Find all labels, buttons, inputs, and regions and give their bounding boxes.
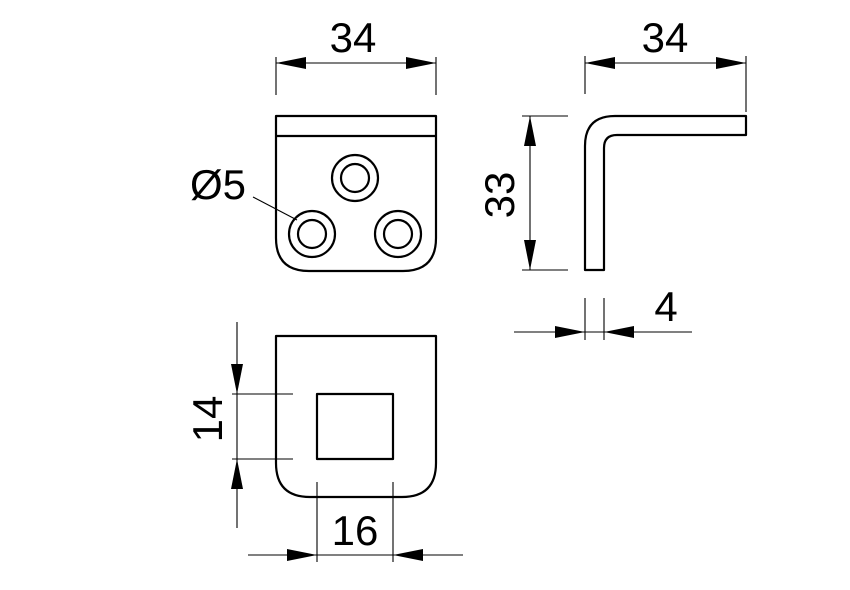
hole-right [373, 209, 423, 259]
dimension-label-thickness: 4 [654, 283, 677, 330]
hole-left [287, 209, 337, 259]
dimension-top-width: 34 [275, 14, 437, 95]
front-view-outline [274, 334, 438, 499]
dimension-label-hole-diameter: Ø5 [190, 161, 246, 208]
dimension-thickness: 4 [514, 283, 692, 340]
top-view-outline [274, 114, 438, 273]
side-view-outline [583, 114, 748, 272]
dimension-label-slot-height: 14 [184, 396, 231, 443]
dimension-hole-diameter: Ø5 [190, 161, 298, 221]
dimension-label-side-width: 34 [642, 14, 689, 61]
front-view: 14 16 [184, 322, 463, 562]
side-view: 34 33 4 [476, 14, 748, 340]
square-cutout [315, 392, 395, 461]
hole-top [330, 153, 380, 203]
dimension-label-top-width: 34 [330, 14, 377, 61]
dimension-label-slot-width: 16 [332, 507, 379, 554]
dimension-side-height: 33 [476, 115, 568, 271]
top-view: 34 Ø5 [190, 14, 438, 273]
dimension-label-side-height: 33 [476, 172, 523, 219]
dimension-side-width: 34 [584, 14, 747, 112]
dimension-slot-height: 14 [184, 322, 293, 528]
dimension-slot-width: 16 [248, 482, 463, 562]
